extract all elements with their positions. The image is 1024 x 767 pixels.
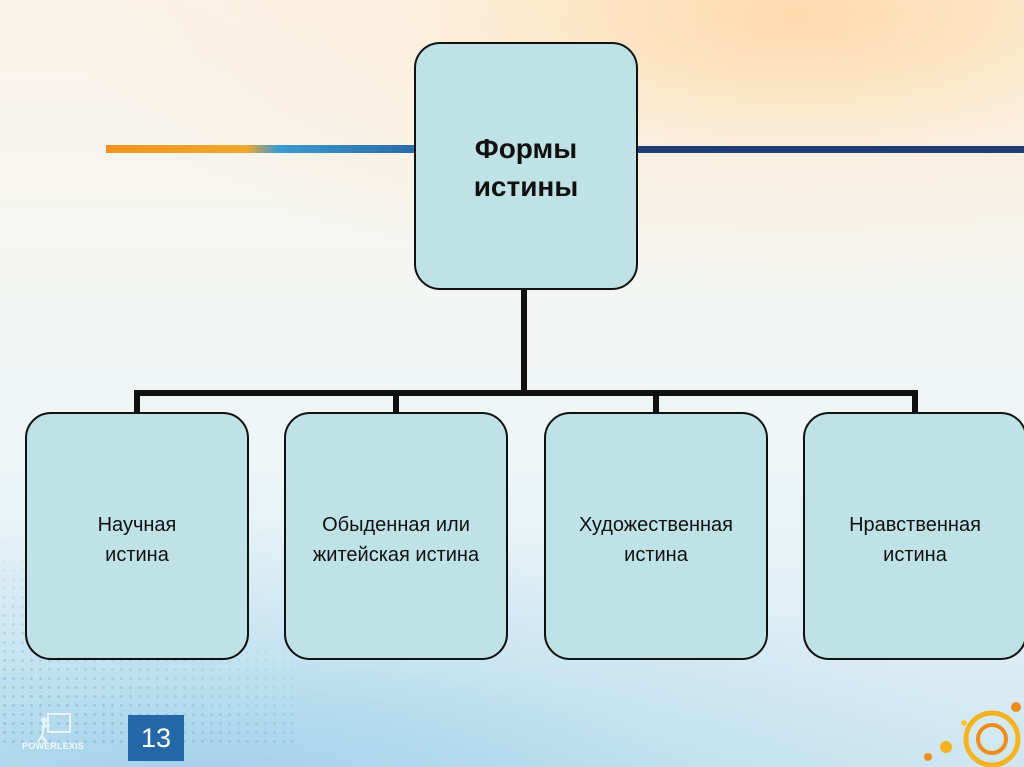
node-label: Научная истина	[97, 514, 177, 566]
node-label: Художественная истина	[578, 514, 734, 566]
connector-drop-1	[134, 390, 140, 413]
root-node-label: Формы истины	[473, 133, 579, 202]
powerlexis-logo-icon	[37, 713, 71, 743]
logo-text: POWERLEXIS	[22, 741, 85, 751]
connector-drop-3	[653, 390, 659, 413]
connector-drop-4	[912, 390, 918, 413]
diagram-node-artistic-truth: Художественная истина	[544, 412, 768, 660]
diagram-node-moral-truth: Нравственная истина	[803, 412, 1024, 660]
accent-line-right	[636, 146, 1024, 153]
page-number: 13	[128, 715, 184, 761]
connector-root-stem	[521, 290, 527, 394]
connector-horizontal-bar	[134, 390, 918, 396]
diagram-node-scientific-truth: Научная истина	[25, 412, 249, 660]
node-label: Нравственная истина	[849, 514, 981, 566]
node-label: Обыденная или житейская истина	[312, 514, 480, 566]
connector-drop-2	[393, 390, 399, 413]
diagram-node-everyday-truth: Обыденная или житейская истина	[284, 412, 508, 660]
diagram-root-node: Формы истины	[414, 42, 638, 290]
accent-line-left	[106, 145, 418, 153]
decorative-swirl-icon	[924, 702, 1021, 767]
